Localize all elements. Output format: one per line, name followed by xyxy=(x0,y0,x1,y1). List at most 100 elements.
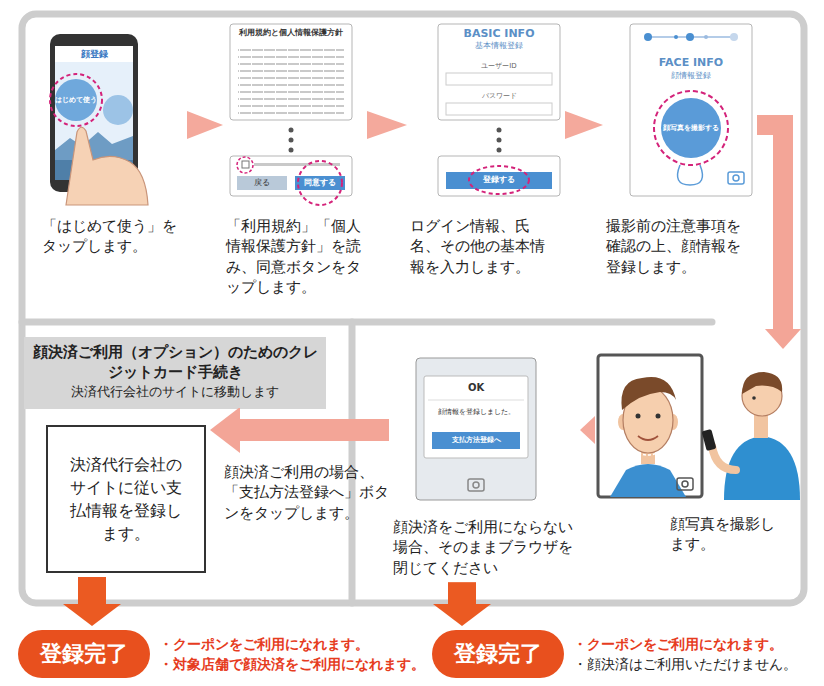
completion-note: ・顔決済はご利用いただけません。 xyxy=(573,654,797,674)
panel-subtitle: 決済代行会社のサイトに移動します xyxy=(32,383,318,401)
person-illustration xyxy=(712,446,736,470)
step-caption: 「はじめて使う」をタップします。 xyxy=(42,216,182,257)
completion-pill: 登録完了 xyxy=(18,630,150,678)
face-info-screen xyxy=(730,33,738,41)
hand-illustration xyxy=(66,127,148,205)
completion-notes: ・クーポンをご利用になれます。・顔決済はご利用いただけません。 xyxy=(573,634,797,675)
step-caption: 撮影前の注意事項を確認の上、顔情報を登録します。 xyxy=(606,216,746,277)
screen-text: 登録する xyxy=(483,175,515,185)
panel-header-ground xyxy=(24,337,326,409)
edge-label: 顔決済ご利用の場合、「支払方法登録へ」ボタンをタップします。 xyxy=(224,462,392,523)
face-photo-illustration xyxy=(677,478,693,490)
ok-screen xyxy=(416,358,536,500)
face-info-screen xyxy=(661,98,721,158)
ok-screen xyxy=(432,432,520,449)
arrow-head xyxy=(63,604,121,626)
completion-node: 登録完了・クーポンをご利用になれます。・顔決済はご利用いただけません。 xyxy=(432,630,797,678)
screen-text: 顔登録 xyxy=(81,49,108,60)
hand-illustration xyxy=(66,127,148,205)
screen-text: 戻る xyxy=(254,178,270,188)
face-info-screen xyxy=(630,24,752,196)
terms-screen xyxy=(237,176,287,190)
completion-note: ・対象店舗で顔決済をご利用になれます。 xyxy=(159,654,425,674)
terms-screen xyxy=(295,176,345,190)
completion-note: ・クーポンをご利用になれます。 xyxy=(573,634,797,654)
panel-title: 顔決済ご利用（オプション）のためのクレジットカード手続き xyxy=(32,343,318,382)
flow-arrow xyxy=(580,416,595,444)
screen-text: OK xyxy=(468,382,484,394)
basic-info-screen xyxy=(446,73,552,85)
step-caption: ログイン情報、氏名、その他の基本情報を入力します。 xyxy=(410,216,550,277)
arrow-head xyxy=(765,329,801,349)
screen-text: 同意する xyxy=(304,178,336,188)
step-node: 「利用規約」「個人情報保護方針」を読み、同意ボタンをタップします。 xyxy=(226,22,364,298)
terms-screen xyxy=(230,24,352,120)
step-caption: 顔決済をご利用にならない場合、そのままブラウザを閉じてください xyxy=(393,517,577,578)
face-info-screen xyxy=(674,35,678,39)
screen-text: 支払方法登録へ xyxy=(452,436,501,444)
person-illustration xyxy=(702,429,717,451)
terms-screen xyxy=(237,157,253,173)
flow-arrow xyxy=(367,111,407,139)
face-photo-illustration xyxy=(621,377,676,410)
terms-screen xyxy=(289,138,294,143)
flow-arrow xyxy=(757,125,801,349)
flow-arrow xyxy=(210,407,389,453)
face-info-screen xyxy=(704,35,708,39)
screen-text: BASIC INFO xyxy=(464,27,535,40)
basic-info-screen xyxy=(438,24,560,196)
face-photo-illustration xyxy=(638,436,658,440)
arrow-head xyxy=(210,407,240,453)
frame-band xyxy=(22,14,804,603)
ok-screen xyxy=(424,376,528,458)
arrow-shaft xyxy=(78,577,106,605)
face-info-screen xyxy=(678,165,703,185)
arrow-head xyxy=(565,111,603,139)
process-box: 決済代行会社のサイトに従い支払情報を登録します。 xyxy=(46,425,206,573)
person-illustration xyxy=(742,372,782,394)
arrow-shaft xyxy=(757,125,783,330)
step-node: 「はじめて使う」をタップします。 xyxy=(42,30,184,257)
screen-text: 顔情報を登録しました。 xyxy=(438,408,515,416)
person-illustration xyxy=(702,372,800,500)
screen-text: 顔写真を撮影する xyxy=(663,124,719,132)
phone-illustration xyxy=(55,46,133,62)
flow-arrow xyxy=(565,111,603,139)
completion-node: 登録完了・クーポンをご利用になれます。・対象店舗で顔決済をご利用になれます。 xyxy=(18,630,425,678)
face-info-screen xyxy=(654,91,728,165)
face-photo-illustration xyxy=(623,440,673,455)
terms-screen xyxy=(254,163,340,166)
screen-text: ユーザーID xyxy=(481,62,516,70)
panel-header-ground xyxy=(24,337,326,409)
ok-screen xyxy=(473,482,479,488)
basic-info-screen xyxy=(438,24,560,120)
arrow-shaft xyxy=(448,582,476,605)
phone-illustration xyxy=(55,79,97,121)
completion-note: ・クーポンをご利用になれます。 xyxy=(159,634,425,654)
flow-arrow xyxy=(187,111,223,139)
arrow-head xyxy=(580,416,595,444)
completion-notes: ・クーポンをご利用になれます。・対象店舗で顔決済をご利用になれます。 xyxy=(159,634,425,675)
frame-band xyxy=(349,322,356,603)
screen-text: はじめて使う xyxy=(55,96,97,104)
step-node: ログイン情報、氏名、その他の基本情報を入力します。 xyxy=(410,22,562,277)
step-node: 顔写真を撮影します。 xyxy=(598,352,802,555)
step-caption: 顔写真を撮影します。 xyxy=(670,514,788,555)
face-info-screen xyxy=(686,33,694,41)
completion-pill: 登録完了 xyxy=(432,630,564,678)
phone-illustration xyxy=(103,95,133,125)
arrow-head xyxy=(433,604,491,626)
step-caption: 「利用規約」「個人情報保護方針」を読み、同意ボタンをタップします。 xyxy=(226,216,364,298)
arrow-head xyxy=(187,111,223,139)
screen-text: FACE INFO xyxy=(659,56,723,69)
face-photo-illustration xyxy=(682,481,688,487)
basic-info-screen xyxy=(497,148,502,153)
flow-arrow xyxy=(63,577,121,626)
person-illustration xyxy=(752,396,756,400)
basic-info-screen xyxy=(497,138,502,143)
screen-text: 利用規約と個人情報保護方針 xyxy=(239,28,343,38)
screen-text: 顔情報登録 xyxy=(671,71,711,81)
ok-screen xyxy=(416,358,536,500)
